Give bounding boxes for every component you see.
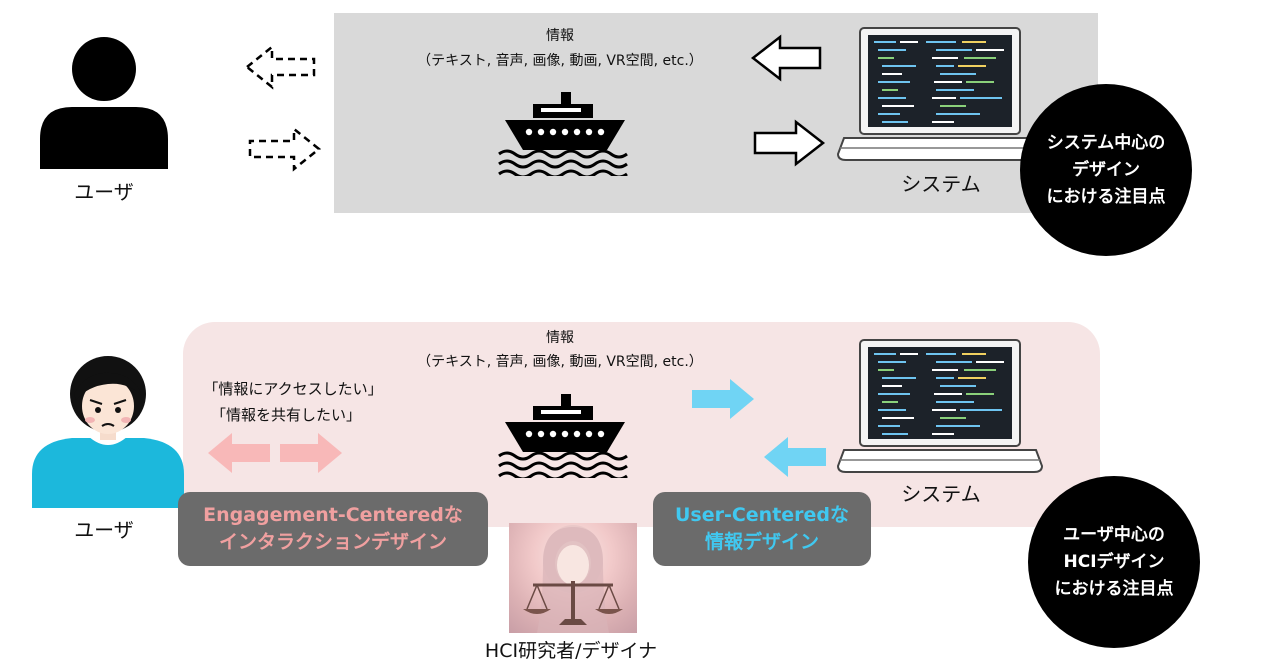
info-subtitle: （テキスト, 音声, 画像, 動画, VR空間, etc.） — [417, 354, 703, 370]
badge-line: における注目点 — [1054, 578, 1174, 599]
pink-arrow-left-icon — [208, 433, 270, 473]
user-centered-focus-badge: ユーザ中心の HCIデザイン における注目点 — [1028, 476, 1200, 648]
info-subtitle: （テキスト, 音声, 画像, 動画, VR空間, etc.） — [417, 53, 703, 69]
ship-icon — [498, 394, 628, 478]
badge-line: Engagement-Centeredな — [203, 504, 463, 526]
laptop-icon — [836, 27, 1044, 161]
badge-line: User-Centeredな — [674, 504, 850, 526]
user-silhouette-icon — [40, 37, 168, 169]
badge-line: ユーザ中心の — [1063, 524, 1165, 545]
badge-line: インタラクションデザイン — [218, 531, 447, 553]
dashed-arrow-right-icon — [248, 126, 322, 172]
user-avatar-icon — [32, 356, 184, 508]
badge-line: における注目点 — [1046, 186, 1166, 207]
badge-line: HCIデザイン — [1063, 551, 1165, 572]
researcher-designer-label: HCI研究者/デザイナ — [484, 640, 658, 662]
badge-line: 情報デザイン — [704, 531, 819, 553]
ship-icon — [498, 92, 628, 176]
blue-arrow-right-icon — [692, 379, 754, 419]
system-label: システム — [901, 482, 981, 506]
laptop-icon — [836, 339, 1044, 473]
user-label: ユーザ — [74, 180, 134, 204]
researcher-designer-image — [509, 523, 637, 633]
dashed-arrow-left-icon — [244, 44, 316, 90]
badge-line: システム中心の — [1046, 132, 1166, 153]
system-centered-focus-badge: システム中心の デザイン における注目点 — [1020, 84, 1192, 256]
pink-arrow-right-icon — [280, 433, 342, 473]
blue-arrow-left-icon — [764, 437, 826, 477]
quote-share: 「情報を共有したい」 — [210, 406, 361, 424]
system-label: システム — [901, 172, 981, 196]
outline-arrow-left-icon — [750, 34, 822, 82]
user-label: ユーザ — [74, 518, 134, 542]
user-centered-badge: User-Centeredな 情報デザイン — [653, 492, 871, 566]
quote-access: 「情報にアクセスしたい」 — [203, 380, 383, 398]
info-title: 情報 — [546, 28, 574, 44]
engagement-centered-badge: Engagement-Centeredな インタラクションデザイン — [178, 492, 488, 566]
info-title: 情報 — [546, 330, 574, 346]
outline-arrow-right-icon — [753, 119, 826, 167]
badge-line: デザイン — [1072, 159, 1140, 180]
